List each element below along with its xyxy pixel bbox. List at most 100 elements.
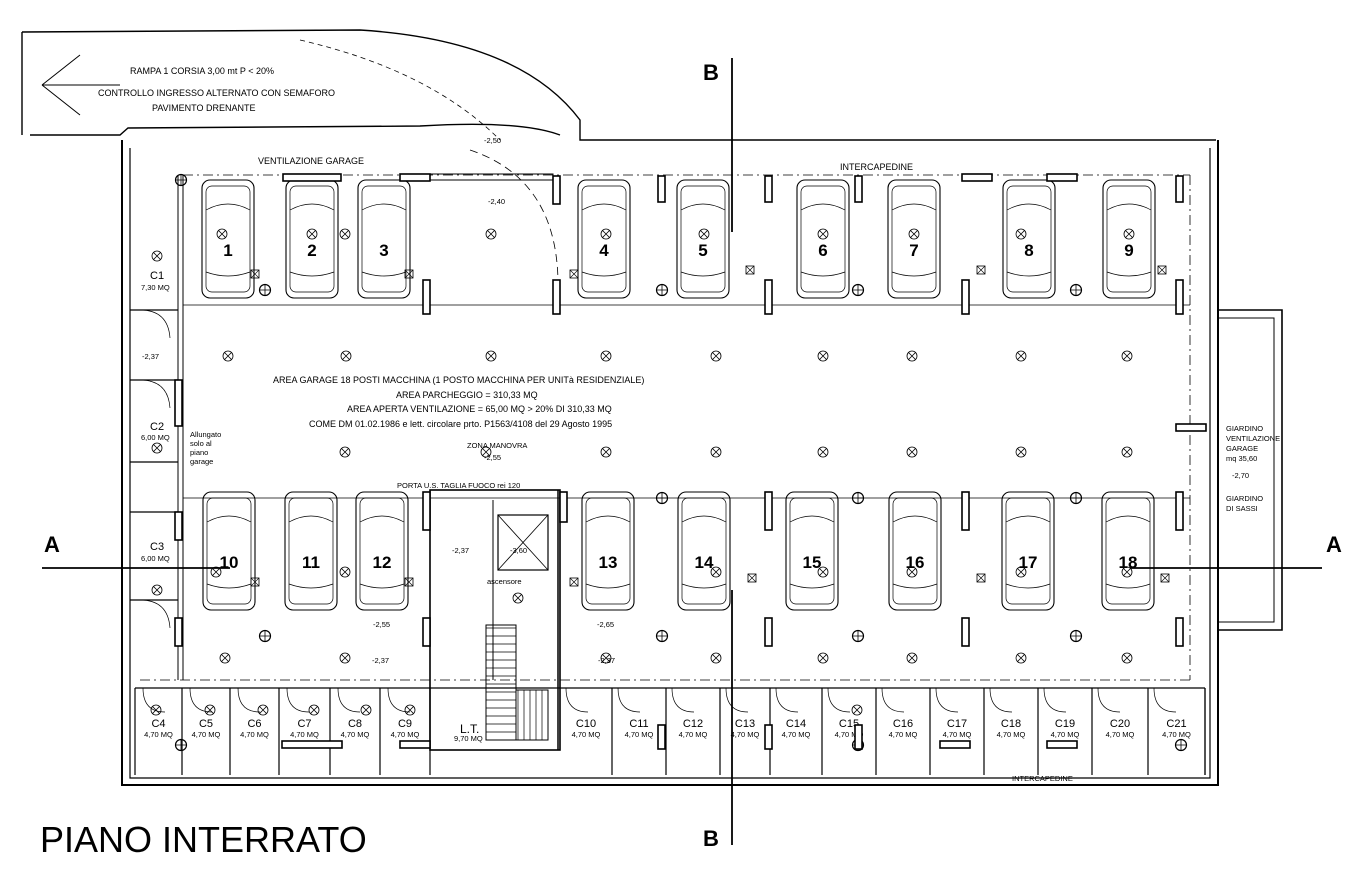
- cellar-area: 4,70 MQ: [679, 730, 708, 739]
- light-symbol: [1015, 566, 1027, 578]
- drain: [1160, 573, 1170, 583]
- parking-space-number: 13: [599, 553, 618, 572]
- light-symbol: [339, 228, 351, 240]
- light-symbol: [1121, 652, 1133, 664]
- light-symbol: [1015, 228, 1027, 240]
- level-marker: -3,60: [510, 546, 527, 555]
- drain-cross: [747, 573, 757, 583]
- cellar-name: C8: [348, 718, 362, 730]
- wall-pier: [552, 279, 561, 315]
- car-body: [205, 185, 251, 293]
- wall-pier: [422, 491, 431, 531]
- light-symbol-cross: [341, 448, 349, 456]
- light-symbol: [339, 652, 351, 664]
- light-symbol-cross: [1123, 448, 1131, 456]
- wall-pier: [1175, 175, 1184, 203]
- lt-area: 9,70 MQ: [454, 734, 483, 743]
- wall-pier: [764, 491, 773, 531]
- car-body: [789, 497, 835, 605]
- light-symbol-cross: [152, 706, 160, 714]
- car-rear: [892, 583, 938, 589]
- column-cross: [1070, 492, 1082, 504]
- cellar-door: [1153, 687, 1177, 713]
- car-outline: [357, 179, 411, 299]
- cellar-door: [139, 379, 171, 409]
- drain: [1157, 265, 1167, 275]
- light-symbol-cross: [221, 654, 229, 662]
- cellar-door: [989, 687, 1013, 713]
- ventilation-opening: [282, 173, 342, 182]
- plan-title: PIANO INTERRATO: [40, 819, 367, 860]
- light-symbol-cross: [712, 352, 720, 360]
- cellar-name: C11: [629, 718, 648, 730]
- wall-pier: [1175, 279, 1184, 315]
- ventilation-opening: [399, 740, 431, 749]
- ventilation-opening: [961, 173, 993, 182]
- column-cross: [259, 284, 271, 296]
- car-rear: [1105, 583, 1151, 589]
- car-windshield: [205, 203, 251, 211]
- light-symbol: [698, 228, 710, 240]
- car-windshield: [800, 203, 846, 211]
- car-body: [206, 497, 252, 605]
- cellar-area: 4,70 MQ: [192, 730, 221, 739]
- wall-pier: [657, 175, 666, 203]
- ventilation-opening: [399, 173, 431, 182]
- wall-pier: [174, 617, 183, 647]
- light-symbol: [150, 704, 162, 716]
- allungato-3: piano: [190, 448, 208, 457]
- cellar-area: 4,70 MQ: [835, 730, 864, 739]
- column-cross: [852, 492, 864, 504]
- light-symbol-cross: [602, 448, 610, 456]
- ventilation-grate: [429, 173, 554, 181]
- parking-space-number: 17: [1019, 553, 1038, 572]
- drain: [404, 269, 414, 279]
- car-outline: [888, 491, 942, 611]
- level-marker: -2,37: [452, 546, 469, 555]
- parking-space-number: 10: [220, 553, 239, 572]
- ascensore-label: ascensore: [487, 577, 522, 586]
- car-rear: [800, 271, 846, 277]
- cellar-name: C18: [1001, 718, 1021, 730]
- ventilation-opening: [1046, 740, 1078, 749]
- light-symbol-cross: [1017, 352, 1025, 360]
- light-symbol: [600, 350, 612, 362]
- car-body: [288, 497, 334, 605]
- level-marker: -2,55: [484, 453, 501, 462]
- wall-pier: [657, 724, 666, 750]
- light-symbol-cross: [908, 448, 916, 456]
- giardino-vent-2: VENTILAZIONE: [1226, 434, 1280, 443]
- light-symbol: [210, 566, 222, 578]
- cellar-name: C7: [297, 718, 311, 730]
- light-symbol: [710, 350, 722, 362]
- ramp-line-2: CONTROLLO INGRESSO ALTERNATO CON SEMAFOR…: [98, 88, 335, 98]
- light-symbol: [404, 704, 416, 716]
- parking-space-number: 9: [1124, 241, 1133, 260]
- cellar-area: 4,70 MQ: [1106, 730, 1135, 739]
- light-symbol-cross: [153, 252, 161, 260]
- cellar-name: C21: [1166, 718, 1186, 730]
- car-outline: [581, 491, 635, 611]
- cellar-name: C13: [735, 718, 755, 730]
- light-symbol-cross: [482, 448, 490, 456]
- ramp-line-3: PAVIMENTO DRENANTE: [152, 103, 256, 113]
- car-outline: [1102, 179, 1156, 299]
- level-marker: -2,37: [142, 352, 159, 361]
- car-body: [585, 497, 631, 605]
- car-windshield: [581, 203, 627, 211]
- light-symbol: [1121, 566, 1133, 578]
- car-body: [1106, 185, 1152, 293]
- cellar-name: C14: [786, 718, 806, 730]
- parking-space-number: 5: [698, 241, 707, 260]
- light-symbol: [906, 446, 918, 458]
- light-symbol: [222, 350, 234, 362]
- light-symbol: [817, 652, 829, 664]
- allungato-2: solo al: [190, 439, 212, 448]
- light-symbol-cross: [908, 568, 916, 576]
- car-rear: [361, 271, 407, 277]
- light-symbol: [1123, 228, 1135, 240]
- cellar-door: [827, 687, 851, 713]
